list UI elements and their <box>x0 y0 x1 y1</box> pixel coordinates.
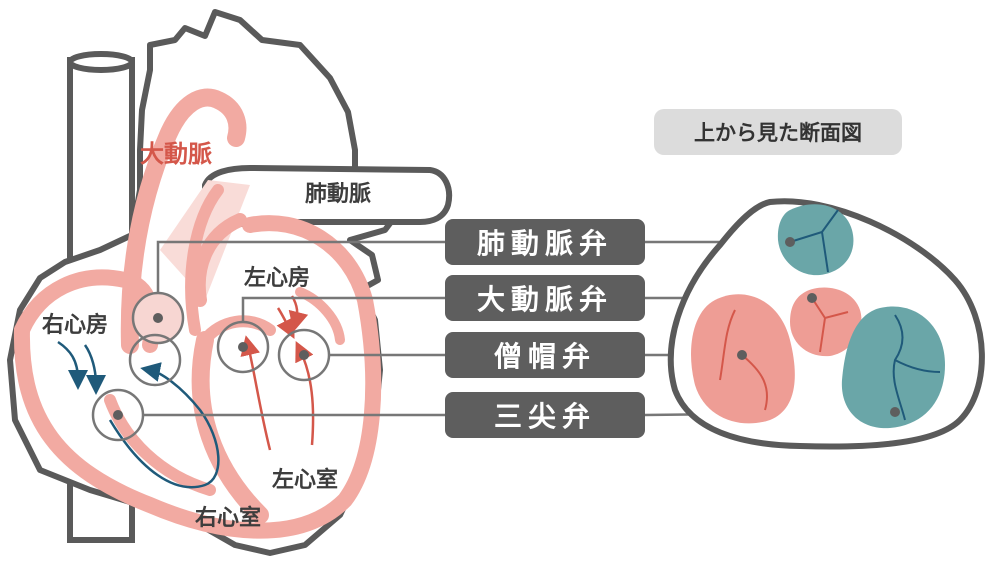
connector-dots <box>113 237 900 420</box>
pulmonary-valve-label: 肺動脈弁 <box>445 219 645 265</box>
aorta-arch <box>120 88 247 354</box>
right-ventricle-flow-arrow <box>108 362 220 489</box>
left-atrium-flow-arrow <box>276 307 295 339</box>
left-ventricle-flow-arrow <box>240 335 272 451</box>
tricuspid-valve-label: 三尖弁 <box>445 392 645 438</box>
right-atrium-label: 右心房 <box>42 313 109 338</box>
aortic-valve-label: 大動脈弁 <box>445 275 645 321</box>
cross-pulmonary-valve <box>777 204 854 276</box>
left-ventricle-label: 左心室 <box>272 468 339 493</box>
cross-section-title: 上から見た断面図 <box>654 109 902 155</box>
blood-flow-arrows <box>57 295 315 489</box>
right-ventricle-label: 右心室 <box>195 506 262 531</box>
aorta-inner <box>185 184 224 336</box>
cross-section <box>667 198 985 450</box>
mitral-valve-label: 僧帽弁 <box>445 332 645 378</box>
aortic-valve-marker <box>128 333 182 387</box>
right-atrium-flow-arrow <box>83 344 106 395</box>
right-atrium-flow-arrow <box>57 340 88 390</box>
cross-aortic-valve <box>790 287 862 357</box>
left-atrium-label: 左心房 <box>244 266 311 291</box>
aorta-label: 大動脈 <box>140 140 212 168</box>
pulmonary-artery-label: 肺動脈 <box>305 182 372 207</box>
